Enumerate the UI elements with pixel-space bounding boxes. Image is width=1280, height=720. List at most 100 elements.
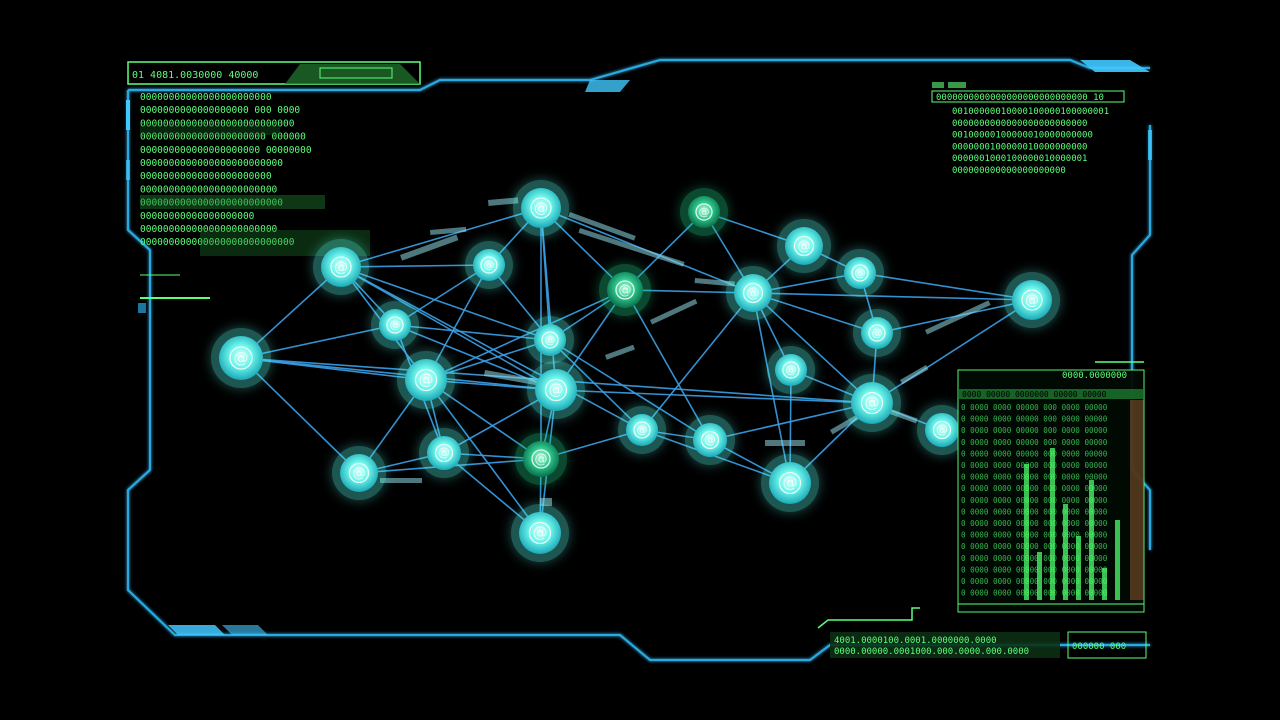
network-node: @ [419,428,469,478]
network-node: @ [680,188,728,236]
network-node: @ [853,309,901,357]
edge-tag [380,478,422,483]
right-panel-bar [1115,520,1120,600]
network-node: @ [767,346,815,394]
node-glyph: @ [637,424,648,437]
edge-tag [430,226,467,235]
node-glyph: @ [798,239,811,254]
right-panel-bar [1063,504,1068,600]
node-glyph: @ [1025,292,1039,308]
bottom-right-line-1: 4001.0000100.0001.0000000.0000 [834,636,997,646]
node-glyph: @ [783,474,798,492]
tl-lines-line: 0000000000000000000000000 [140,198,283,209]
network-edge [549,339,711,441]
network-node: @ [513,180,569,236]
rp-rows-line: 0 0000 0000 00000 000 0000 00000 [961,507,1108,516]
node-glyph: @ [533,524,548,542]
node-glyph: @ [535,452,548,467]
tr-lines-line: 0000001000100000010000001 [952,154,1087,164]
right-panel-bar [1050,448,1055,600]
node-glyph: @ [438,446,450,460]
node-glyph: @ [619,283,632,298]
network-edge [340,207,542,268]
rp-rows-line: 0 0000 0000 00000 000 0000 00000 [961,519,1108,528]
rp-rows-line: 0 0000 0000 00000 000 0000 00000 [961,531,1108,540]
rp-rows-line: 0 0000 0000 00000 000 0000 00000 [961,589,1108,598]
tl-lines-line: 00000000000000000000000 [140,171,272,182]
node-glyph: @ [872,327,883,340]
network-edge [871,299,1033,404]
top-left-data-lines: 0000000000000000000000000000000000000000… [140,92,312,248]
network-node: @ [511,504,569,562]
tl-lines-line: 0000000000000000000000000 [140,158,283,169]
right-panel-rows: 0 0000 0000 00000 000 0000 00000 0 0000 0… [961,403,1108,598]
network-node: @ [599,264,651,316]
node-glyph: @ [699,206,710,219]
network-node: @ [726,266,780,320]
rp-rows-line: 0 0000 0000 00000 000 0000 00000 [961,461,1108,470]
bottom-right-panel: 4001.0000100.0001.0000000.0000 0000.0000… [817,607,1147,659]
right-data-panel: 0000.0000000 0000 00000 0000000 00000 00… [957,361,1145,613]
rp-rows-line: 0 0000 0000 00000 000 0000 00000 [961,438,1108,447]
network-node: @ [1004,272,1060,328]
network-node: @ [371,301,419,349]
right-panel-bar [1102,568,1107,600]
right-panel-subheader: 0000 00000 0000000 00000 00000 [962,390,1107,399]
edge-tag [900,365,929,385]
right-panel-bar [1037,552,1042,600]
top-left-panel: 01 4081.0030000 40000 000000000000000000… [127,61,421,313]
node-glyph: @ [865,394,880,412]
edge-tags [380,197,991,506]
top-right-panel: 0000000000000000000000000000 10 00100000… [931,82,1125,176]
rp-rows-line: 0 0000 0000 00000 000 0000 00000 [961,577,1108,586]
network-edge [641,292,754,431]
tl-lines-line: 0000000000000000000 000 0000 [140,105,300,116]
node-glyph: @ [390,319,401,332]
node-glyph: @ [747,286,760,301]
top-left-header-label: 01 4081.0030000 40000 [132,70,258,81]
edge-tag [540,498,552,506]
tr-lines-line: 0000000000000000000000000 [952,119,1087,129]
top-right-data-lines: 0010000001000010000010000000100000000000… [952,107,1109,176]
network-node: @ [397,351,455,409]
network-node: @ [685,415,735,465]
top-right-header-label: 0000000000000000000000000000 10 [936,93,1104,103]
rp-rows-line: 0 0000 0000 00000 000 0000 00000 [961,449,1108,458]
network-edge [752,292,1033,301]
top-right-header-bar [931,90,1125,103]
network-edge [340,266,551,341]
frame-top-left [126,90,1150,662]
node-glyph: @ [936,423,948,437]
tr-lines-line: 00100000100000010000000000 [952,131,1093,141]
tl-lines-line: 00000000000000000000 [140,211,255,222]
tl-lines-line: 000000000000000000000 00000000 [140,145,312,156]
network-node: @ [836,249,884,297]
network-node: @ [313,239,369,295]
right-panel-header: 0000.0000000 [1062,371,1127,381]
edge-tag [578,228,685,267]
tr-lines-line: 0000000100000010000000000 [952,142,1087,152]
network-edge [859,272,1033,301]
right-panel-bar [1076,536,1081,600]
network-node: @ [526,316,574,364]
node-glyph: @ [534,200,548,216]
frame-accents [126,60,1152,635]
frame-top [128,58,1150,92]
network-node: @ [777,219,831,273]
rp-rows-line: 0 0000 0000 00000 000 0000 00000 [961,542,1108,551]
rp-rows-line: 0 0000 0000 00000 000 0000 00000 [961,565,1108,574]
network-node: @ [332,446,386,500]
rp-rows-line: 0 0000 0000 00000 000 0000 00000 [961,473,1108,482]
network-node: @ [465,241,513,289]
network-nodes: @@@@@@@@@@@@@@@@@@@@@@@@@ [211,180,1060,562]
network-node: @ [843,374,901,432]
node-glyph: @ [334,259,348,275]
tl-lines-line: 0000000000000000000000 000000 [140,132,306,143]
node-glyph: @ [855,267,866,280]
node-glyph: @ [419,371,434,389]
tl-lines-line: 000000000000000000000000 [140,224,278,235]
network-edge [624,289,711,441]
network-edge [425,289,626,381]
rp-rows-line: 0 0000 0000 00000 000 0000 00000 [961,484,1108,493]
network-node: @ [618,406,666,454]
